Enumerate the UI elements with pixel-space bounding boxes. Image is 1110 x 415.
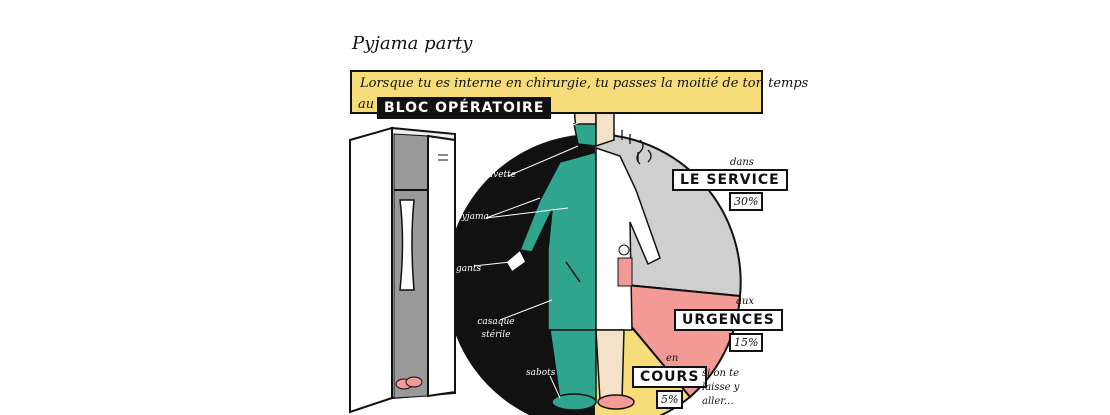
urgences-prefix: aux: [736, 296, 755, 307]
banner-prefix: au: [358, 97, 375, 112]
label-casaque: casaque stérile: [477, 317, 515, 340]
urgences-percent: 15%: [729, 333, 764, 352]
label-pyjama: pyjama: [456, 212, 489, 222]
label-sabots: sabots: [526, 368, 556, 378]
comic-title: Pyjama party: [352, 33, 473, 54]
label-bavette: bavette: [482, 170, 517, 180]
service-percent: 30%: [729, 192, 764, 211]
urgences-label: URGENCES: [674, 309, 783, 331]
music-notes-icon: [621, 130, 652, 165]
label-gants: gants: [456, 264, 482, 274]
cours-prefix: en: [666, 353, 679, 364]
locker-icon: [349, 126, 456, 414]
service-prefix: dans: [730, 157, 754, 168]
cours-note: si on te laisse y aller...: [702, 368, 740, 407]
banner-text: Lorsque tu es interne en chirurgie, tu p…: [360, 76, 809, 91]
service-label: LE SERVICE: [672, 169, 788, 191]
bloc-operatoire-label: BLOC OPÉRATOIRE: [377, 97, 552, 119]
label-calot: calot: [516, 134, 539, 144]
cours-label: COURS: [632, 366, 708, 388]
cours-percent: 5%: [656, 390, 684, 409]
